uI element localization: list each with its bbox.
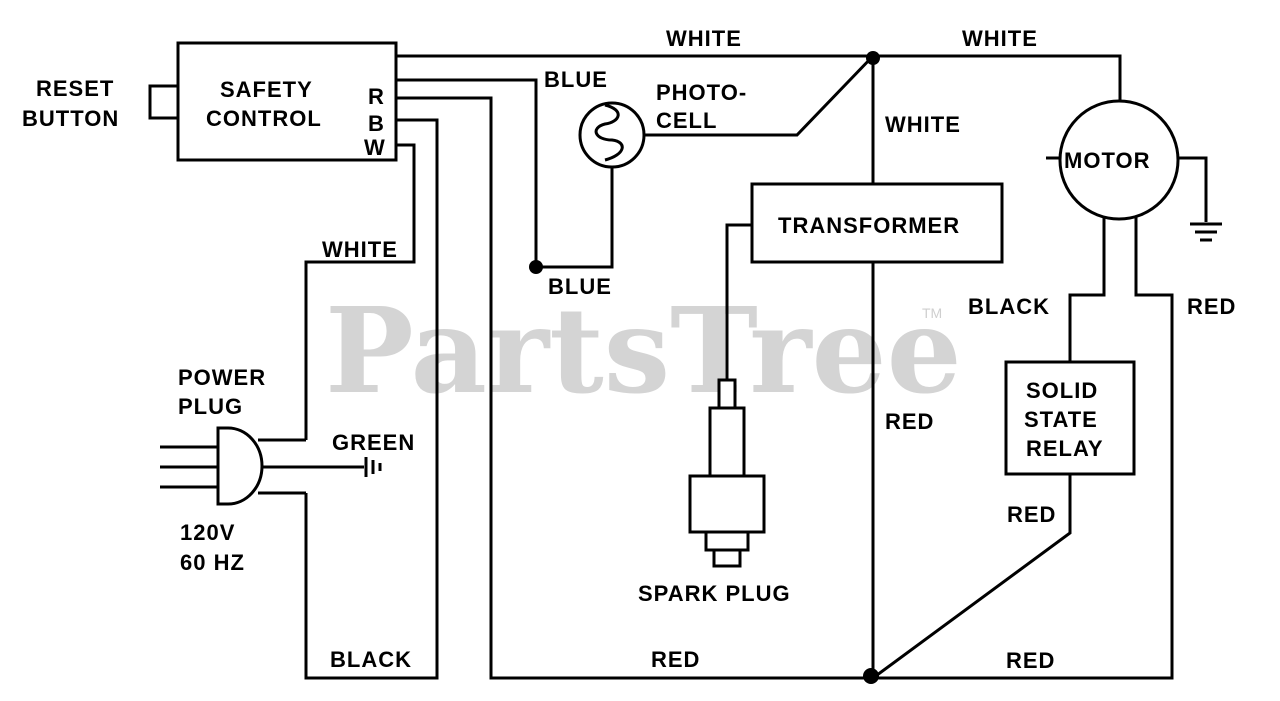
wire-label-red-relay: RED xyxy=(1007,502,1056,527)
spark-plug-icon xyxy=(688,378,766,568)
terminal-w-label: W xyxy=(364,135,386,160)
photocell-label-1: PHOTO- xyxy=(656,80,747,105)
junction-dot-blue xyxy=(529,260,543,274)
wire-label-blue-upper: BLUE xyxy=(544,67,608,92)
blue-wire-lower xyxy=(536,167,614,269)
wire-label-white-top-left: WHITE xyxy=(666,26,742,51)
motor: MOTOR xyxy=(1058,99,1180,221)
wire-label-white-left: WHITE xyxy=(322,237,398,262)
solid-state-relay: SOLID STATE RELAY xyxy=(1004,360,1136,476)
power-plug-label-2: PLUG xyxy=(178,394,243,419)
wire-label-red-motor: RED xyxy=(1187,294,1236,319)
wire-label-green: GREEN xyxy=(332,430,415,455)
junction-dot-bottom xyxy=(863,668,879,684)
junction-dot-top xyxy=(866,51,880,65)
ground-icon xyxy=(1190,222,1222,242)
motor-ground-wire xyxy=(1178,156,1208,222)
black-wire-motor xyxy=(1068,217,1106,362)
spark-plug-label: SPARK PLUG xyxy=(638,581,791,606)
spark-plug-lead xyxy=(725,223,752,380)
photocell-icon xyxy=(578,101,646,169)
red-wire-relay xyxy=(872,474,1072,680)
red-wire-motor xyxy=(873,217,1174,680)
terminal-b-label: B xyxy=(368,111,385,136)
reset-button-label-1: RESET xyxy=(36,76,114,101)
black-wire-b xyxy=(304,118,439,680)
power-rating-label-1: 120V xyxy=(180,520,235,545)
wire-label-black-bottom: BLACK xyxy=(330,647,412,672)
relay-label-2: STATE xyxy=(1024,407,1098,432)
safety-control-label-1: SAFETY xyxy=(220,77,313,102)
wire-label-white-top-right: WHITE xyxy=(962,26,1038,51)
wire-label-white-vertical: WHITE xyxy=(885,112,961,137)
power-plug-label-1: POWER xyxy=(178,365,266,390)
terminal-r-label: R xyxy=(368,84,385,109)
relay-label-3: RELAY xyxy=(1026,436,1104,461)
watermark-text: PartsTree xyxy=(325,281,962,420)
relay-label-1: SOLID xyxy=(1026,378,1098,403)
earth-ground-icon xyxy=(364,457,382,477)
wire-label-red-mid: RED xyxy=(885,409,934,434)
wire-label-blue-lower: BLUE xyxy=(548,274,612,299)
photocell-wire xyxy=(642,54,875,137)
wires xyxy=(258,54,1208,680)
wire-label-red-bottom-left: RED xyxy=(651,647,700,672)
watermark-tm: TM xyxy=(922,305,942,321)
red-wire-r xyxy=(396,96,873,680)
transformer: TRANSFORMER xyxy=(750,182,1004,264)
safety-control-label-2: CONTROL xyxy=(206,106,322,131)
white-wire-w xyxy=(304,143,416,440)
transformer-label: TRANSFORMER xyxy=(778,213,960,238)
photocell-label-2: CELL xyxy=(656,108,717,133)
power-rating-label-2: 60 HZ xyxy=(180,550,245,575)
safety-control: SAFETY CONTROL R B W xyxy=(176,41,398,162)
motor-label: MOTOR xyxy=(1064,148,1150,173)
blue-wire xyxy=(396,78,538,267)
wire-label-black-motor: BLACK xyxy=(968,294,1050,319)
power-plug-icon xyxy=(160,426,264,506)
wire-label-red-bottom-right: RED xyxy=(1006,648,1055,673)
white-wire-top xyxy=(396,54,1122,102)
reset-button xyxy=(148,84,178,120)
reset-button-label-2: BUTTON xyxy=(22,106,119,131)
